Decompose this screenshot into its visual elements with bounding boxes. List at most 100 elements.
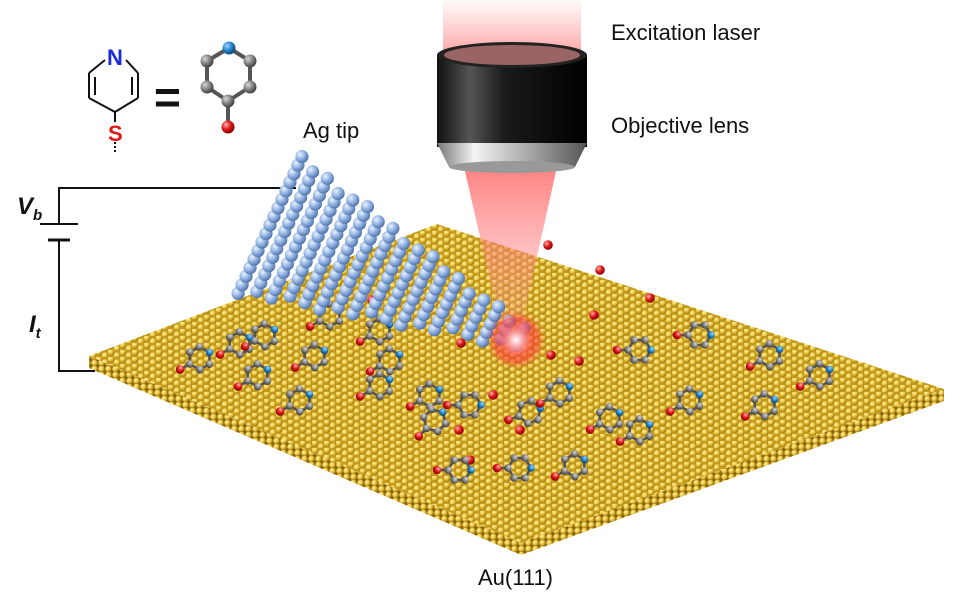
silver-atom: [295, 150, 309, 164]
carbon-atom: [221, 94, 235, 108]
carbon-atom: [415, 397, 424, 405]
carbon-atom: [806, 365, 814, 374]
sulfur-atom: [233, 382, 243, 391]
sulfur-atom: [355, 392, 365, 401]
carbon-atom: [435, 397, 444, 405]
silver-atom: [426, 250, 440, 264]
carbon-atom: [311, 363, 319, 372]
carbon-atom: [641, 336, 649, 344]
carbon-atom: [504, 464, 512, 472]
carbon-atom: [556, 399, 564, 408]
sulfur-atom: [432, 465, 442, 475]
sulfur-adatom: [488, 390, 498, 400]
carbon-atom: [701, 321, 709, 329]
substrate-front-edge-left: [89, 356, 521, 555]
carbon-atom: [186, 348, 194, 357]
sulfur-adatom: [543, 240, 553, 250]
sulfur-atom: [442, 400, 452, 410]
sulfur-adatom: [456, 338, 466, 348]
carbon-atom: [285, 402, 294, 410]
carbon-atom: [514, 412, 523, 420]
carbon-atom: [690, 321, 698, 329]
carbon-atom: [434, 427, 442, 436]
nitrogen-atom: [385, 375, 394, 384]
carbon-atom: [816, 382, 824, 391]
sulfur-atom: [550, 472, 560, 481]
carbon-atom: [471, 391, 479, 399]
carbon-atom: [235, 328, 244, 336]
silver-atom: [411, 243, 425, 257]
tunneling-current-symbol: I: [29, 311, 36, 338]
carbon-atom: [185, 360, 194, 368]
carbon-atom: [615, 420, 624, 428]
pyridine-thiolate-molecule: [233, 360, 272, 391]
silver-atom: [346, 193, 360, 207]
carbon-atom: [775, 357, 784, 365]
carbon-atom: [751, 395, 759, 404]
sulfur-adatom: [515, 425, 525, 435]
pyridine-thiolate-molecule: [550, 450, 589, 481]
carbon-atom: [450, 456, 458, 464]
carbon-atom: [580, 467, 589, 475]
silver-atom: [360, 200, 375, 214]
nitrogen-atom: [477, 401, 485, 409]
sulfur-atom: [414, 431, 424, 441]
sulfur-atom: [585, 425, 595, 434]
pyridine-thiolate-molecule: [240, 320, 279, 351]
carbon-atom: [626, 420, 634, 429]
carbon-atom: [244, 365, 252, 374]
nitrogen-atom: [263, 365, 272, 374]
sulfur-atom: [221, 120, 235, 134]
carbon-atom: [444, 466, 452, 474]
carbon-atom: [636, 437, 644, 446]
carbon-atom: [690, 341, 698, 349]
sulfur-atom: [795, 382, 805, 391]
carbon-atom: [195, 343, 204, 351]
pyridine-thiolate-molecule: [665, 385, 704, 416]
molecule-legend: [88, 41, 257, 152]
carbon-atom: [560, 467, 569, 475]
carbon-atom: [561, 455, 569, 464]
carbon-atom: [555, 377, 564, 385]
carbon-atom: [196, 365, 204, 374]
sulfur-atom: [305, 322, 315, 331]
silver-atom: [437, 265, 451, 279]
nitrogen-atom: [825, 365, 834, 374]
excitation-laser-label: Excitation laser: [611, 20, 761, 45]
carbon-atom: [295, 385, 304, 393]
carbon-atom: [510, 474, 518, 482]
sulfur-atom: [405, 402, 415, 411]
carbon-atom: [253, 360, 262, 368]
carbon-atom: [521, 454, 529, 462]
carbon-atom: [422, 424, 431, 433]
ag-tip-label: Ag tip: [303, 118, 360, 143]
sulfur-atom: [740, 412, 750, 421]
carbon-atom: [300, 358, 309, 366]
sulfur-atom: [672, 330, 682, 340]
carbon-atom: [815, 360, 824, 368]
nitrogen-atom: [395, 350, 404, 359]
carbon-atom: [805, 377, 814, 385]
nitrogen-symbol: N: [107, 45, 123, 70]
carbon-atom: [695, 402, 704, 410]
carbon-atom: [286, 390, 294, 399]
nitrogen-atom: [695, 390, 704, 399]
carbon-atom: [365, 387, 374, 395]
pyridine-thiolate-molecule: [535, 377, 574, 408]
carbon-atom: [375, 370, 384, 378]
sulfur-adatom: [546, 350, 556, 360]
carbon-atom: [320, 358, 329, 366]
carbon-atom: [750, 407, 759, 415]
carbon-atom: [517, 400, 525, 409]
nitrogen-atom: [770, 395, 779, 404]
carbon-atom: [419, 413, 428, 421]
sulfur-adatom: [645, 293, 655, 303]
carbon-atom: [625, 432, 634, 440]
carbon-atom: [523, 419, 532, 428]
carbon-atom: [624, 346, 632, 354]
carbon-atom: [425, 380, 434, 388]
carbon-atom: [335, 317, 344, 325]
objective-lens-label: Objective lens: [611, 113, 750, 138]
carbon-atom: [376, 350, 384, 359]
